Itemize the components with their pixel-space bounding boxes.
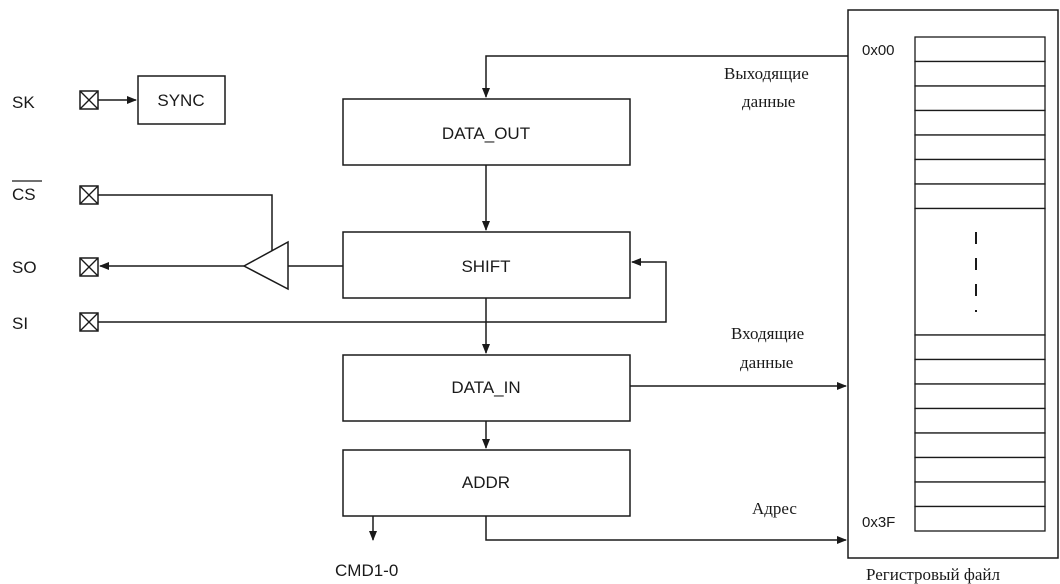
register-row bbox=[914, 85, 1046, 112]
register-row bbox=[914, 358, 1046, 385]
pin-sk-terminal-icon bbox=[79, 90, 99, 110]
register-file-label: Регистровый файл bbox=[866, 565, 1000, 584]
register-row bbox=[914, 134, 1046, 161]
incoming-data-label-line2: данные bbox=[740, 353, 793, 372]
wire-si-to-shift bbox=[98, 258, 667, 323]
addr-block-label: ADDR bbox=[462, 473, 510, 492]
pin-sk-label: SK bbox=[12, 93, 35, 112]
register-row bbox=[914, 36, 1046, 63]
wire-cs-to-buffer bbox=[98, 194, 273, 251]
register-file: 0x00 0x3F Регистровый файл bbox=[847, 9, 1059, 584]
pin-cs-label: CS bbox=[12, 185, 36, 204]
pin-si-terminal-icon bbox=[79, 312, 99, 332]
register-row bbox=[914, 407, 1046, 434]
pin-sk: SK bbox=[12, 90, 99, 112]
data-in-block: DATA_IN bbox=[342, 354, 631, 422]
register-row bbox=[914, 432, 1046, 459]
pin-si: SI bbox=[12, 312, 99, 333]
data-out-block-label: DATA_OUT bbox=[442, 124, 530, 143]
data-in-block-label: DATA_IN bbox=[451, 378, 520, 397]
pin-cs-terminal-icon bbox=[79, 185, 99, 205]
sync-block-label: SYNC bbox=[157, 91, 204, 110]
register-rows bbox=[914, 36, 1046, 532]
shift-block: SHIFT bbox=[342, 231, 631, 299]
output-buffer-triangle bbox=[242, 240, 289, 291]
register-first-address: 0x00 bbox=[862, 42, 895, 59]
pin-so-terminal-icon bbox=[79, 257, 99, 277]
addr-block: ADDR bbox=[342, 449, 631, 517]
register-last-address: 0x3F bbox=[862, 514, 895, 531]
cmd-label: CMD1-0 bbox=[335, 561, 398, 580]
register-row bbox=[914, 158, 1046, 185]
register-row bbox=[914, 60, 1046, 87]
wire-outgoing-data bbox=[482, 55, 848, 98]
pin-so-label: SO bbox=[12, 258, 37, 277]
shift-block-label: SHIFT bbox=[461, 257, 510, 276]
pin-so: SO bbox=[12, 257, 99, 277]
incoming-data-label-line1: Входящие bbox=[731, 324, 804, 343]
register-row bbox=[914, 383, 1046, 410]
sync-block: SYNC bbox=[137, 75, 226, 125]
pin-si-label: SI bbox=[12, 314, 28, 333]
register-row bbox=[914, 481, 1046, 508]
wire-address bbox=[485, 516, 847, 544]
register-row bbox=[914, 109, 1046, 136]
outgoing-data-label-line1: Выходящие bbox=[724, 64, 809, 83]
outgoing-data-label-line2: данные bbox=[742, 92, 795, 111]
register-row bbox=[914, 456, 1046, 483]
register-row bbox=[914, 505, 1046, 532]
data-out-block: DATA_OUT bbox=[342, 98, 631, 166]
address-label: Адрес bbox=[752, 499, 797, 518]
pin-cs: CS bbox=[12, 180, 99, 205]
register-row bbox=[914, 207, 1046, 336]
register-row bbox=[914, 183, 1046, 210]
register-row bbox=[914, 334, 1046, 361]
